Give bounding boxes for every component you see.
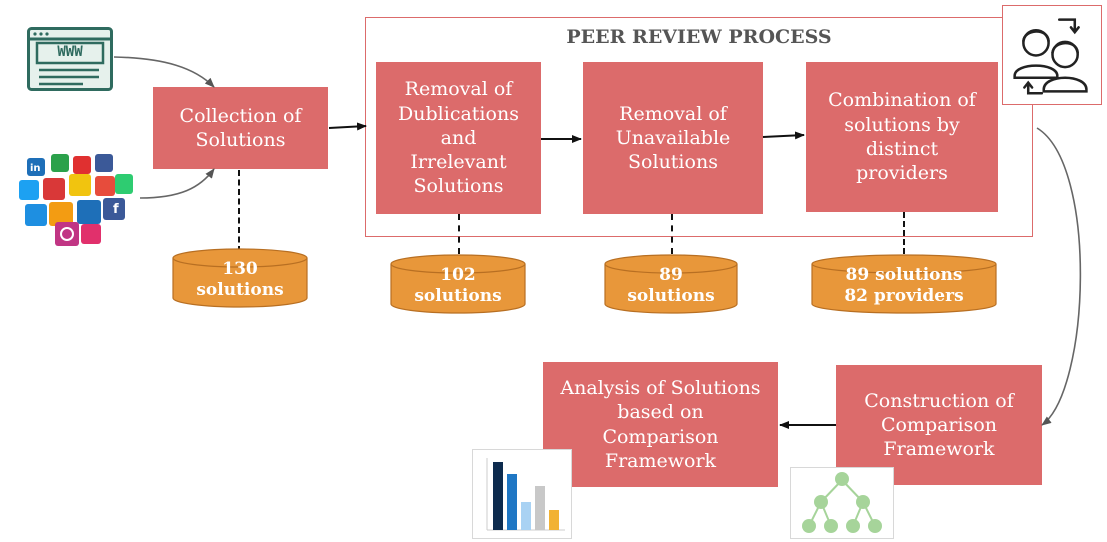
combination-box: Combination of solutions by distinct pro… bbox=[806, 62, 998, 212]
analysis-box: Analysis of Solutions based on Compariso… bbox=[543, 362, 778, 487]
cylinder-shape bbox=[172, 248, 308, 308]
peer-review-people-icon bbox=[1002, 5, 1102, 105]
arrow-collection-to-dedup bbox=[328, 122, 367, 131]
cylinder-89: 89 solutions bbox=[604, 254, 738, 314]
unavailable-box: Removal of Unavailable Solutions bbox=[583, 62, 763, 214]
construction-box: Construction of Comparison Framework bbox=[836, 365, 1042, 485]
dash-connector bbox=[903, 212, 905, 254]
social-media-icon: f in bbox=[15, 150, 137, 248]
cylinder-102: 102 solutions bbox=[390, 254, 526, 314]
arrow-combination-to-construction bbox=[1036, 127, 1082, 426]
cylinder-89-providers: 89 solutions 82 providers bbox=[811, 254, 997, 314]
cylinder-label: 130 solutions bbox=[196, 259, 284, 300]
dash-connector bbox=[238, 170, 240, 252]
web-browser-icon: WWW bbox=[27, 27, 113, 91]
arrow-web-to-collection bbox=[113, 56, 215, 88]
bar-chart-icon bbox=[472, 449, 572, 539]
cylinder-label: 89 solutions 82 providers bbox=[844, 265, 964, 306]
dedup-box: Removal of Dublications and Irrelevant S… bbox=[376, 62, 541, 214]
arrow-unavailable-to-combination bbox=[762, 131, 805, 140]
tree-diagram-icon bbox=[790, 467, 894, 539]
svg-text:in: in bbox=[30, 163, 41, 174]
svg-text:f: f bbox=[113, 202, 119, 217]
arrow-social-to-collection bbox=[139, 168, 215, 199]
dash-connector bbox=[458, 214, 460, 254]
cylinder-130: 130 solutions bbox=[172, 248, 308, 308]
cylinder-label: 102 solutions bbox=[414, 265, 502, 306]
peer-review-title: PEER REVIEW PROCESS bbox=[566, 26, 832, 48]
cylinder-shape bbox=[604, 254, 738, 314]
cylinder-label: 89 solutions bbox=[627, 265, 715, 306]
cylinder-shape bbox=[390, 254, 526, 314]
collection-box: Collection of Solutions bbox=[153, 87, 328, 169]
cylinder-shape bbox=[811, 254, 997, 314]
dash-connector bbox=[671, 214, 673, 254]
www-label: WWW bbox=[57, 44, 83, 60]
